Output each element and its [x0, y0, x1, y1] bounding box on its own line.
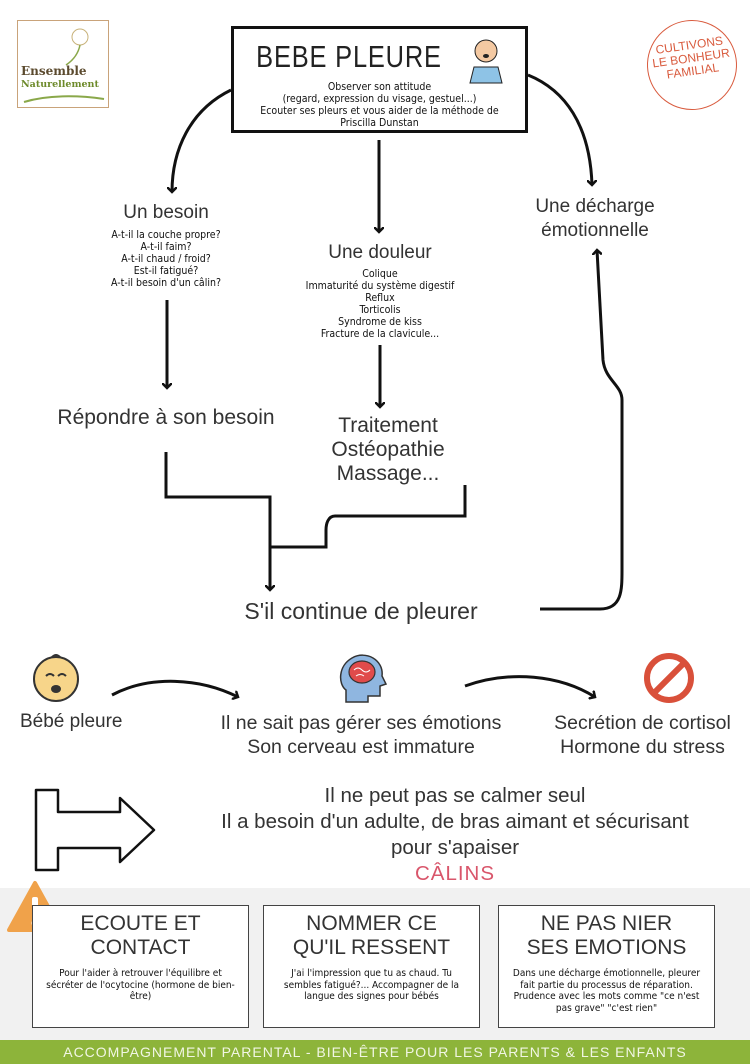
crying-baby-icon: [469, 39, 503, 84]
header-line4: Priscilla Dunstan: [340, 117, 419, 129]
flow-emotions-label: Il ne sait pas gérer ses émotions Son ce…: [196, 711, 526, 759]
arrow-to-besoin: [172, 88, 232, 192]
douleur-item: Immaturité du système digestif: [305, 280, 455, 292]
besoin-item: Est-il fatigué?: [133, 265, 199, 277]
traitement-line1: Traitement: [338, 414, 438, 437]
tip-title-line1: NOMMER CE: [306, 912, 437, 935]
logo-line2: Naturellement: [21, 79, 99, 90]
douleur-item: Syndrome de kiss: [338, 316, 422, 328]
tip-title: NOMMER CE QU'IL RESSENT: [264, 912, 479, 960]
header-line3: Ecouter ses pleurs et vous aider de la m…: [260, 105, 499, 117]
decharge-line1: Une décharge: [535, 196, 655, 217]
tip-title: ECOUTE ET CONTACT: [33, 912, 248, 960]
calm-line3: pour s'apaiser: [390, 836, 520, 859]
prohibited-icon: [644, 653, 694, 703]
big-outline-arrow-icon: [34, 788, 156, 872]
arrow-loop-decharge: [540, 250, 624, 611]
tip-text: Pour l'aider à retrouver l'équilibre et …: [46, 968, 235, 1002]
header-line2: (regard, expression du visage, gestuel..…: [282, 93, 477, 105]
douleur-item: Fracture de la clavicule...: [320, 328, 440, 340]
besoin-item: A-t-il faim?: [140, 241, 192, 253]
tip-title-line2: QU'IL RESSENT: [292, 936, 451, 959]
douleur-item: Torticolis: [359, 304, 401, 316]
besoin-title: Un besoin: [123, 202, 209, 223]
calm-line1: Il ne peut pas se calmer seul: [324, 784, 586, 807]
flow-emotions-line1: Il ne sait pas gérer ses émotions: [220, 712, 502, 734]
tip-box-ecoute: ECOUTE ET CONTACT Pour l'aider à retrouv…: [32, 905, 249, 1028]
tip-text: Dans une décharge émotionnelle, pleurer …: [512, 968, 701, 1014]
tip-title: NE PAS NIER SES EMOTIONS: [499, 912, 714, 960]
arrow-bebe-to-emotions: [111, 679, 238, 697]
douleur-item: Reflux: [365, 292, 395, 304]
tip-box-nommer: NOMMER CE QU'IL RESSENT J'ai l'impressio…: [263, 905, 480, 1028]
tip-text: J'ai l'impression que tu as chaud. Tu se…: [283, 968, 460, 1002]
footer-text: ACCOMPAGNEMENT PARENTAL - BIEN-ÊTRE POUR…: [63, 1044, 687, 1060]
traitement-line2: Ostéopathie: [331, 438, 445, 461]
traitement-line3: Massage...: [336, 462, 440, 485]
tip-title-line2: SES EMOTIONS: [526, 936, 687, 959]
decharge-line2: émotionnelle: [541, 220, 649, 241]
douleur-item: Colique: [362, 268, 398, 280]
brain-head-icon: [339, 654, 388, 703]
footer-band: [0, 1040, 750, 1064]
page-title: BEBE PLEURE: [256, 39, 442, 74]
dandelion-icon: [65, 28, 89, 65]
tip-box-ne-pas-nier: NE PAS NIER SES EMOTIONS Dans une déchar…: [498, 905, 715, 1028]
traitement-label: Traitement Ostéopathie Massage...: [318, 414, 458, 486]
douleur-list: Colique Immaturité du système digestif R…: [285, 268, 475, 340]
tip-title-line1: NE PAS NIER: [540, 912, 673, 935]
besoin-item: A-t-il la couche propre?: [111, 229, 221, 241]
besoin-list: A-t-il la couche propre? A-t-il faim? A-…: [86, 229, 246, 289]
flow-bebe-label: Bébé pleure: [20, 711, 123, 732]
flow-cortisol-line1: Secrétion de cortisol: [554, 712, 731, 734]
continue-label: S'il continue de pleurer: [244, 598, 478, 624]
logo-swoosh-icon: [23, 95, 105, 103]
calm-line2: Il a besoin d'un adulte, de bras aimant …: [221, 810, 689, 833]
crying-baby-face-icon: [33, 654, 79, 702]
logo-line1: Ensemble: [21, 64, 87, 78]
tip-title-line1: ECOUTE ET: [80, 912, 201, 935]
flow-emotions-line2: Son cerveau est immature: [247, 736, 475, 758]
arrow-emotions-to-cortisol: [464, 675, 595, 697]
besoin-item: A-t-il besoin d'un câlin?: [111, 277, 221, 289]
besoin-item: A-t-il chaud / froid?: [121, 253, 211, 265]
flow-cortisol-line2: Hormone du stress: [560, 736, 725, 758]
calm-line4: CÂLINS: [414, 862, 496, 885]
merge-lines: [164, 452, 467, 590]
flow-cortisol-label: Secrétion de cortisol Hormone du stress: [540, 711, 745, 759]
repondre-label: Répondre à son besoin: [57, 406, 275, 429]
decharge-label: Une décharge émotionnelle: [505, 195, 685, 243]
calm-message: Il ne peut pas se calmer seul Il a besoi…: [160, 783, 750, 887]
title-box: BEBE PLEURE Observer son attitude (regar…: [231, 26, 528, 133]
arrow-to-decharge: [527, 73, 592, 185]
logo: Ensemble Naturellement: [17, 20, 109, 108]
header-line1: Observer son attitude: [327, 81, 432, 93]
tip-title-line2: CONTACT: [90, 936, 191, 959]
douleur-title: Une douleur: [328, 242, 432, 263]
